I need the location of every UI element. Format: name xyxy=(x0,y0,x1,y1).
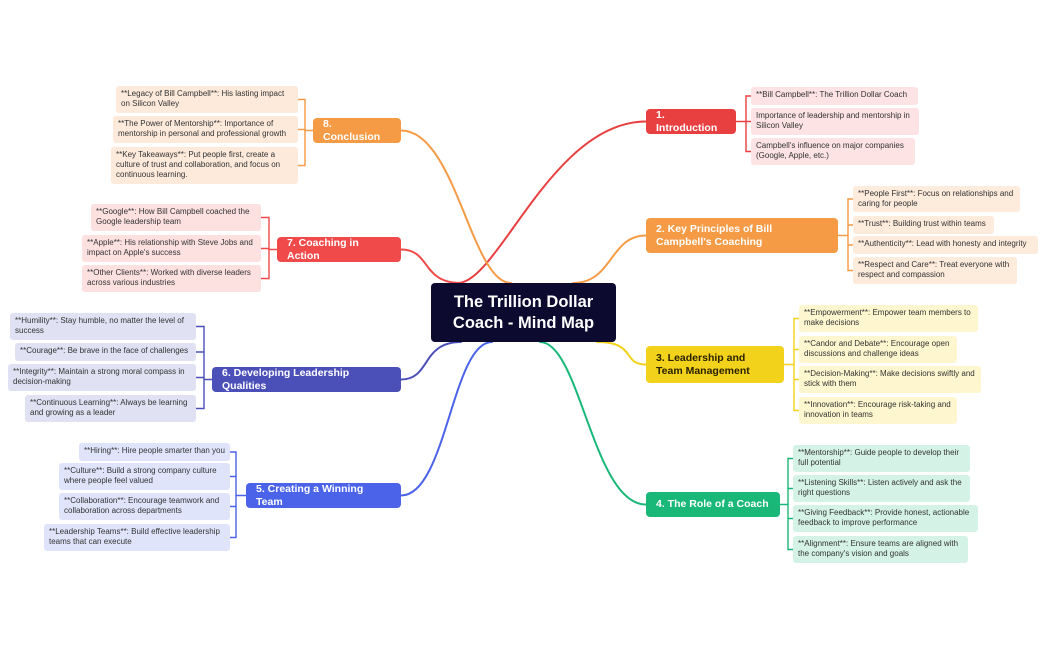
leaf-b3-4[interactable]: **Innovation**: Encourage risk-taking an… xyxy=(799,397,957,424)
branch-b1[interactable]: 1. Introduction xyxy=(646,109,736,134)
leaf-b5-4[interactable]: **Leadership Teams**: Build effective le… xyxy=(44,524,230,551)
leaf-b8-3[interactable]: **Key Takeaways**: Put people first, cre… xyxy=(111,147,298,184)
branch-b4[interactable]: 4. The Role of a Coach xyxy=(646,492,780,517)
branch-b6[interactable]: 6. Developing Leadership Qualities xyxy=(212,367,401,392)
leaf-b4-3[interactable]: **Giving Feedback**: Provide honest, act… xyxy=(793,505,978,532)
branch-b5[interactable]: 5. Creating a Winning Team xyxy=(246,483,401,508)
branch-b7[interactable]: 7. Coaching in Action xyxy=(277,237,401,262)
branch-connector-b6 xyxy=(400,341,462,381)
leaf-b5-1[interactable]: **Hiring**: Hire people smarter than you xyxy=(79,443,230,461)
branch-connector-b2 xyxy=(572,234,647,284)
leaf-b2-4[interactable]: **Respect and Care**: Treat everyone wit… xyxy=(853,257,1017,284)
branch-b2[interactable]: 2. Key Principles of Bill Campbell's Coa… xyxy=(646,218,838,253)
leaf-b1-2[interactable]: Importance of leadership and mentorship … xyxy=(751,108,919,135)
leaf-b8-1[interactable]: **Legacy of Bill Campbell**: His lasting… xyxy=(116,86,298,113)
branch-connector-b8 xyxy=(400,129,512,284)
leaf-b1-1[interactable]: **Bill Campbell**: The Trillion Dollar C… xyxy=(751,87,918,105)
leaf-b2-1[interactable]: **People First**: Focus on relationships… xyxy=(853,186,1020,212)
leaf-b7-3[interactable]: **Other Clients**: Worked with diverse l… xyxy=(82,265,261,292)
leaf-b6-1[interactable]: **Humility**: Stay humble, no matter the… xyxy=(10,313,196,340)
leaf-b2-3[interactable]: **Authenticity**: Lead with honesty and … xyxy=(853,236,1038,254)
branch-connector-b4 xyxy=(539,341,647,506)
branch-b3[interactable]: 3. Leadership and Team Management xyxy=(646,346,784,383)
leaf-b5-3[interactable]: **Collaboration**: Encourage teamwork an… xyxy=(59,493,230,520)
leaf-b4-2[interactable]: **Listening Skills**: Listen actively an… xyxy=(793,475,970,502)
leaf-b5-2[interactable]: **Culture**: Build a strong company cult… xyxy=(59,463,230,490)
leaf-b1-3[interactable]: Campbell's influence on major companies … xyxy=(751,138,915,165)
branch-b8[interactable]: 8. Conclusion xyxy=(313,118,401,143)
leaf-b3-3[interactable]: **Decision-Making**: Make decisions swif… xyxy=(799,366,981,393)
leaf-b8-2[interactable]: **The Power of Mentorship**: Importance … xyxy=(113,116,298,143)
branch-connector-b5 xyxy=(400,341,493,497)
leaf-b2-2[interactable]: **Trust**: Building trust within teams xyxy=(853,216,994,234)
leaf-b4-1[interactable]: **Mentorship**: Guide people to develop … xyxy=(793,445,970,472)
central-topic[interactable]: The Trillion Dollar Coach - Mind Map xyxy=(431,283,616,342)
leaf-b3-2[interactable]: **Candor and Debate**: Encourage open di… xyxy=(799,336,957,363)
branch-connector-b3 xyxy=(596,341,647,366)
leaf-b7-1[interactable]: **Google**: How Bill Campbell coached th… xyxy=(91,204,261,231)
leaf-b4-4[interactable]: **Alignment**: Ensure teams are aligned … xyxy=(793,536,968,563)
leaf-b6-2[interactable]: **Courage**: Be brave in the face of cha… xyxy=(15,343,196,361)
branch-connector-b7 xyxy=(400,248,462,284)
leaf-b7-2[interactable]: **Apple**: His relationship with Steve J… xyxy=(82,235,261,262)
leaf-b6-4[interactable]: **Continuous Learning**: Always be learn… xyxy=(25,395,196,422)
leaf-b3-1[interactable]: **Empowerment**: Empower team members to… xyxy=(799,305,978,332)
branch-connector-b1 xyxy=(457,120,647,284)
leaf-b6-3[interactable]: **Integrity**: Maintain a strong moral c… xyxy=(8,364,196,391)
